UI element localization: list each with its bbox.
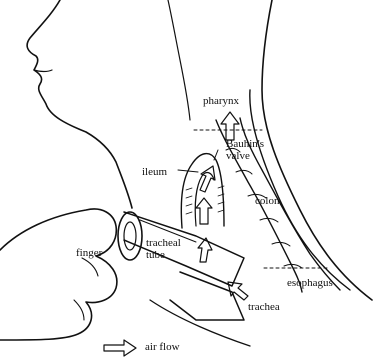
label-ileum: ileum bbox=[142, 166, 167, 178]
air-flow-arrow-tube-1 bbox=[196, 198, 212, 224]
lip-line bbox=[34, 70, 52, 72]
label-bauhins-valve: Bauhin's valve bbox=[226, 138, 264, 162]
legend-air-flow-arrow bbox=[104, 340, 136, 356]
label-finger: finger bbox=[76, 247, 102, 259]
label-pharynx: pharynx bbox=[203, 95, 239, 107]
label-colon: colon bbox=[255, 195, 279, 207]
tube-flange-inner bbox=[124, 222, 136, 250]
colon-haustra bbox=[226, 148, 302, 268]
neck-back-outer bbox=[262, 0, 372, 300]
shoulder-line bbox=[150, 300, 250, 346]
finger-knuckle bbox=[74, 258, 98, 320]
tube-flange-ring bbox=[118, 212, 142, 260]
air-flow-arrow-valve bbox=[200, 166, 215, 192]
jaw-line bbox=[168, 0, 190, 120]
label-trachea: trachea bbox=[248, 301, 280, 313]
label-tracheal-tube: tracheal tube bbox=[146, 237, 181, 261]
leader-bauhins-valve bbox=[214, 150, 218, 160]
trachea-tube bbox=[170, 272, 244, 320]
legend-air-flow-label: air flow bbox=[145, 341, 180, 353]
finger-outline bbox=[0, 209, 117, 340]
label-esophagus: esophagus bbox=[287, 277, 333, 289]
face-profile bbox=[27, 0, 132, 208]
tracheal-tube-body bbox=[124, 212, 244, 286]
